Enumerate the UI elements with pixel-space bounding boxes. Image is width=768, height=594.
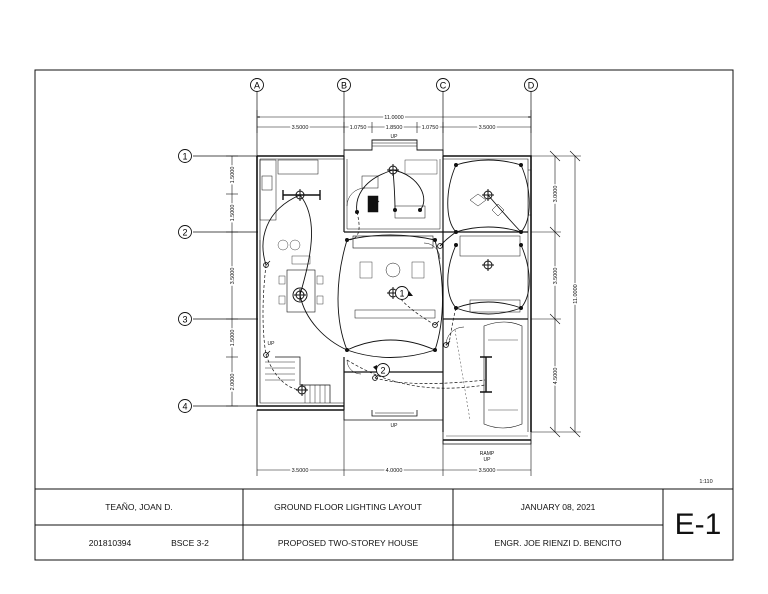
dim-left-seg-3: 3.5000 — [230, 268, 236, 285]
grid-bubble-D: D — [524, 78, 538, 92]
grid-label-D: D — [528, 81, 535, 91]
title-section: BSCE 3-2 — [171, 537, 209, 548]
title-engineer: ENGR. JOE RIENZI D. BENCITO — [494, 537, 622, 548]
dim-left-seg-4: 1.5000 — [230, 330, 236, 347]
dim-bottom-seg-2: 4.0000 — [386, 468, 403, 474]
grid-label-3: 3 — [182, 315, 187, 325]
left-dimensions — [226, 155, 238, 407]
lighting-circuits — [262, 159, 530, 358]
label-up-top: UP — [391, 134, 399, 140]
dim-bottom-seg-3: 3.5000 — [479, 468, 496, 474]
dim-left-seg-1: 1.5000 — [230, 167, 236, 184]
label-up-stair: UP — [268, 341, 276, 347]
grid-bubble-1: 1 — [178, 149, 192, 163]
switch-legs — [262, 211, 486, 391]
grid-label-A: A — [254, 81, 260, 91]
drawing-scale: 1:110 — [699, 479, 712, 485]
circuit-label-1: 1 — [399, 289, 404, 299]
dim-right-seg-2: 3.5000 — [553, 268, 559, 285]
sheet-border — [34, 69, 734, 561]
grid-bubble-3: 3 — [178, 312, 192, 326]
grid-label-2: 2 — [182, 228, 187, 238]
grid-bubble-A: A — [250, 78, 264, 92]
title-block-lines — [35, 488, 733, 560]
circuit-tag-1: 1 — [395, 286, 413, 300]
title-student-id: 201810394 — [88, 537, 132, 548]
dim-right-seg-1: 3.0000 — [553, 186, 559, 203]
junction-nodes — [345, 163, 523, 352]
dim-top-overall: 11.0000 — [384, 115, 403, 121]
dim-bottom-seg-1: 3.5000 — [292, 468, 309, 474]
label-ramp-up: UP — [484, 457, 492, 463]
title-drawing-title: GROUND FLOOR LIGHTING LAYOUT — [274, 502, 422, 512]
floor-plan-walls — [256, 139, 532, 445]
top-dimensions — [256, 110, 532, 133]
right-dimensions — [531, 150, 581, 438]
grid-label-4: 4 — [182, 402, 187, 412]
title-date: JANUARY 08, 2021 — [520, 502, 596, 512]
grid-lines — [193, 92, 532, 407]
circuit-tag-2: 2 — [373, 363, 390, 377]
title-sheet-number: E-1 — [674, 507, 722, 541]
title-student-name: TEAÑO, JOAN D. — [105, 502, 173, 512]
spot-light-bars — [282, 190, 492, 393]
dim-top-seg-3: 1.8500 — [386, 125, 403, 131]
dim-top-seg-4: 1.0750 — [422, 125, 439, 131]
grid-label-C: C — [440, 81, 447, 91]
dim-right-seg-3: 4.5000 — [553, 368, 559, 385]
dim-top-seg-1: 3.5000 — [292, 125, 309, 131]
grid-bubble-2: 2 — [178, 225, 192, 239]
circuit-label-2: 2 — [380, 366, 385, 376]
grid-bubble-B: B — [337, 78, 351, 92]
label-up-bottom: UP — [391, 423, 399, 429]
title-project: PROPOSED TWO-STOREY HOUSE — [277, 537, 419, 548]
dim-left-seg-2: 1.5000 — [230, 205, 236, 222]
dim-top-seg-2: 1.0750 — [350, 125, 367, 131]
grid-bubble-C: C — [436, 78, 450, 92]
grid-bubble-4: 4 — [178, 399, 192, 413]
grid-label-B: B — [341, 81, 347, 91]
dim-left-seg-5: 2.0000 — [230, 374, 236, 391]
grid-label-1: 1 — [182, 152, 187, 162]
dim-top-seg-5: 3.5000 — [479, 125, 496, 131]
dim-right-overall: 11.0000 — [573, 284, 579, 303]
light-fixtures — [292, 163, 495, 397]
label-ramp: RAMP — [480, 451, 495, 457]
